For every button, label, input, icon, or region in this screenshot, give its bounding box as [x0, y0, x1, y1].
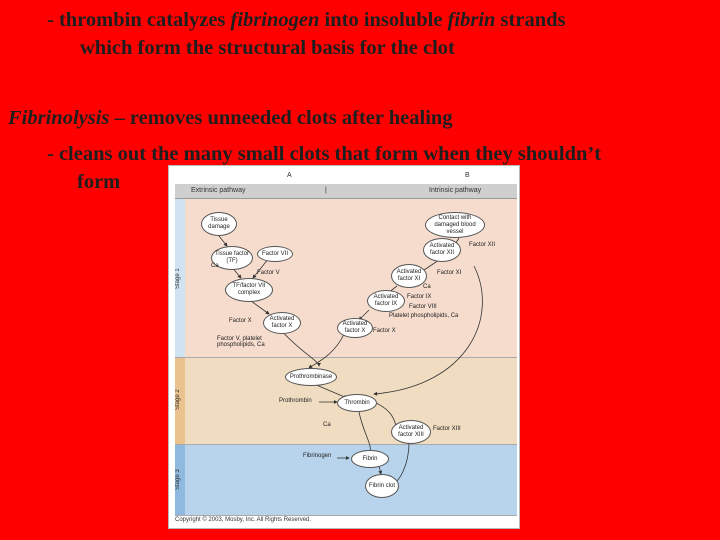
activated-factor-x-left-node: Activated factor X — [263, 312, 301, 334]
tissue-factor-node: Tissue factor (TF) — [211, 246, 253, 270]
factor-vii-node: Factor VII — [257, 246, 293, 262]
contact-damaged-vessel-node: Contact with damaged blood vessel — [425, 212, 485, 238]
factor-x-left-label: Factor X — [229, 318, 252, 324]
stage-1-sidebar — [175, 199, 185, 357]
factor-v-note-label: Factor V, platelet phospholipids, Ca — [217, 336, 265, 348]
factor-v-top-label: Factor V — [257, 270, 280, 276]
ca-label-2: Ca — [423, 284, 431, 290]
arrow-tissue-damage — [218, 235, 228, 247]
text-line-thrombin: - thrombin catalyzes fibrinogen into ins… — [47, 9, 566, 31]
tf-vii-complex-node: TF/factor VII complex — [225, 278, 273, 302]
prothrombin-label: Prothrombin — [279, 398, 312, 404]
text-line-fibrinolysis: Fibrinolysis – removes unneeded clots af… — [8, 107, 453, 129]
activated-factor-ix-node: Activated factor IX — [367, 290, 405, 312]
factor-xii-label: Factor XII — [469, 242, 496, 248]
figure-label-a: A — [287, 172, 292, 179]
fibrin-clot-node: Fibrin clot — [365, 474, 399, 498]
thrombin-node: Thrombin — [337, 394, 377, 412]
ca-label-1: Ca — [211, 263, 219, 269]
intrinsic-pathway-label: Intrinsic pathway — [429, 187, 482, 194]
stage-3-sidebar — [175, 445, 185, 515]
text-line-cleans-out: - cleans out the many small clots that f… — [47, 143, 602, 165]
arrow-vii-to-complex — [252, 257, 270, 279]
copyright-notice: Copyright © 2003, Mosby, Inc. All Rights… — [175, 517, 312, 523]
text-line-structural-basis: which form the structural basis for the … — [80, 37, 455, 59]
arrow-thrombin-to-fibrin — [358, 411, 373, 455]
pathway-divider: | — [325, 187, 327, 194]
arrow-x-right-to-prothrombinase — [308, 333, 345, 369]
factor-xi-label: Factor XI — [437, 270, 462, 276]
text-line-form: form — [77, 171, 121, 193]
arrow-xii-loop — [373, 265, 483, 396]
activated-factor-xi-node: Activated factor XI — [391, 264, 427, 288]
factor-x-right-label: Factor X — [373, 328, 396, 334]
factor-xiii-label: Factor XIII — [433, 426, 461, 432]
fibrinogen-label: Fibrinogen — [303, 453, 332, 459]
platelet-phospholipids-label: Platelet phospholipids, Ca — [389, 313, 459, 319]
extrinsic-pathway-label: Extrinsic pathway — [191, 187, 246, 194]
factor-ix-label: Factor IX — [407, 294, 432, 300]
stage-2-sidebar — [175, 358, 185, 444]
coagulation-cascade-figure: A B Extrinsic pathway | Intrinsic pathwa… — [168, 165, 520, 529]
ca-label-3: Ca — [323, 422, 331, 428]
factor-viii-label: Factor VIII — [409, 304, 437, 310]
arrow-fibrin-to-clot — [378, 465, 383, 475]
figure-label-b: B — [465, 172, 470, 179]
activated-factor-x-right-node: Activated factor X — [337, 318, 373, 338]
arrow-prothrombinase-to-thrombin — [313, 383, 348, 399]
pathway-header: Extrinsic pathway | Intrinsic pathway — [175, 184, 517, 199]
fibrin-node: Fibrin — [351, 450, 389, 468]
prothrombinase-node: Prothrombinase — [285, 368, 337, 386]
tissue-damage-node: Tissue damage — [201, 212, 237, 236]
activated-factor-xii-node: Activated factor XII — [423, 238, 461, 262]
activated-factor-xiii-node: Activated factor XIII — [391, 420, 431, 444]
